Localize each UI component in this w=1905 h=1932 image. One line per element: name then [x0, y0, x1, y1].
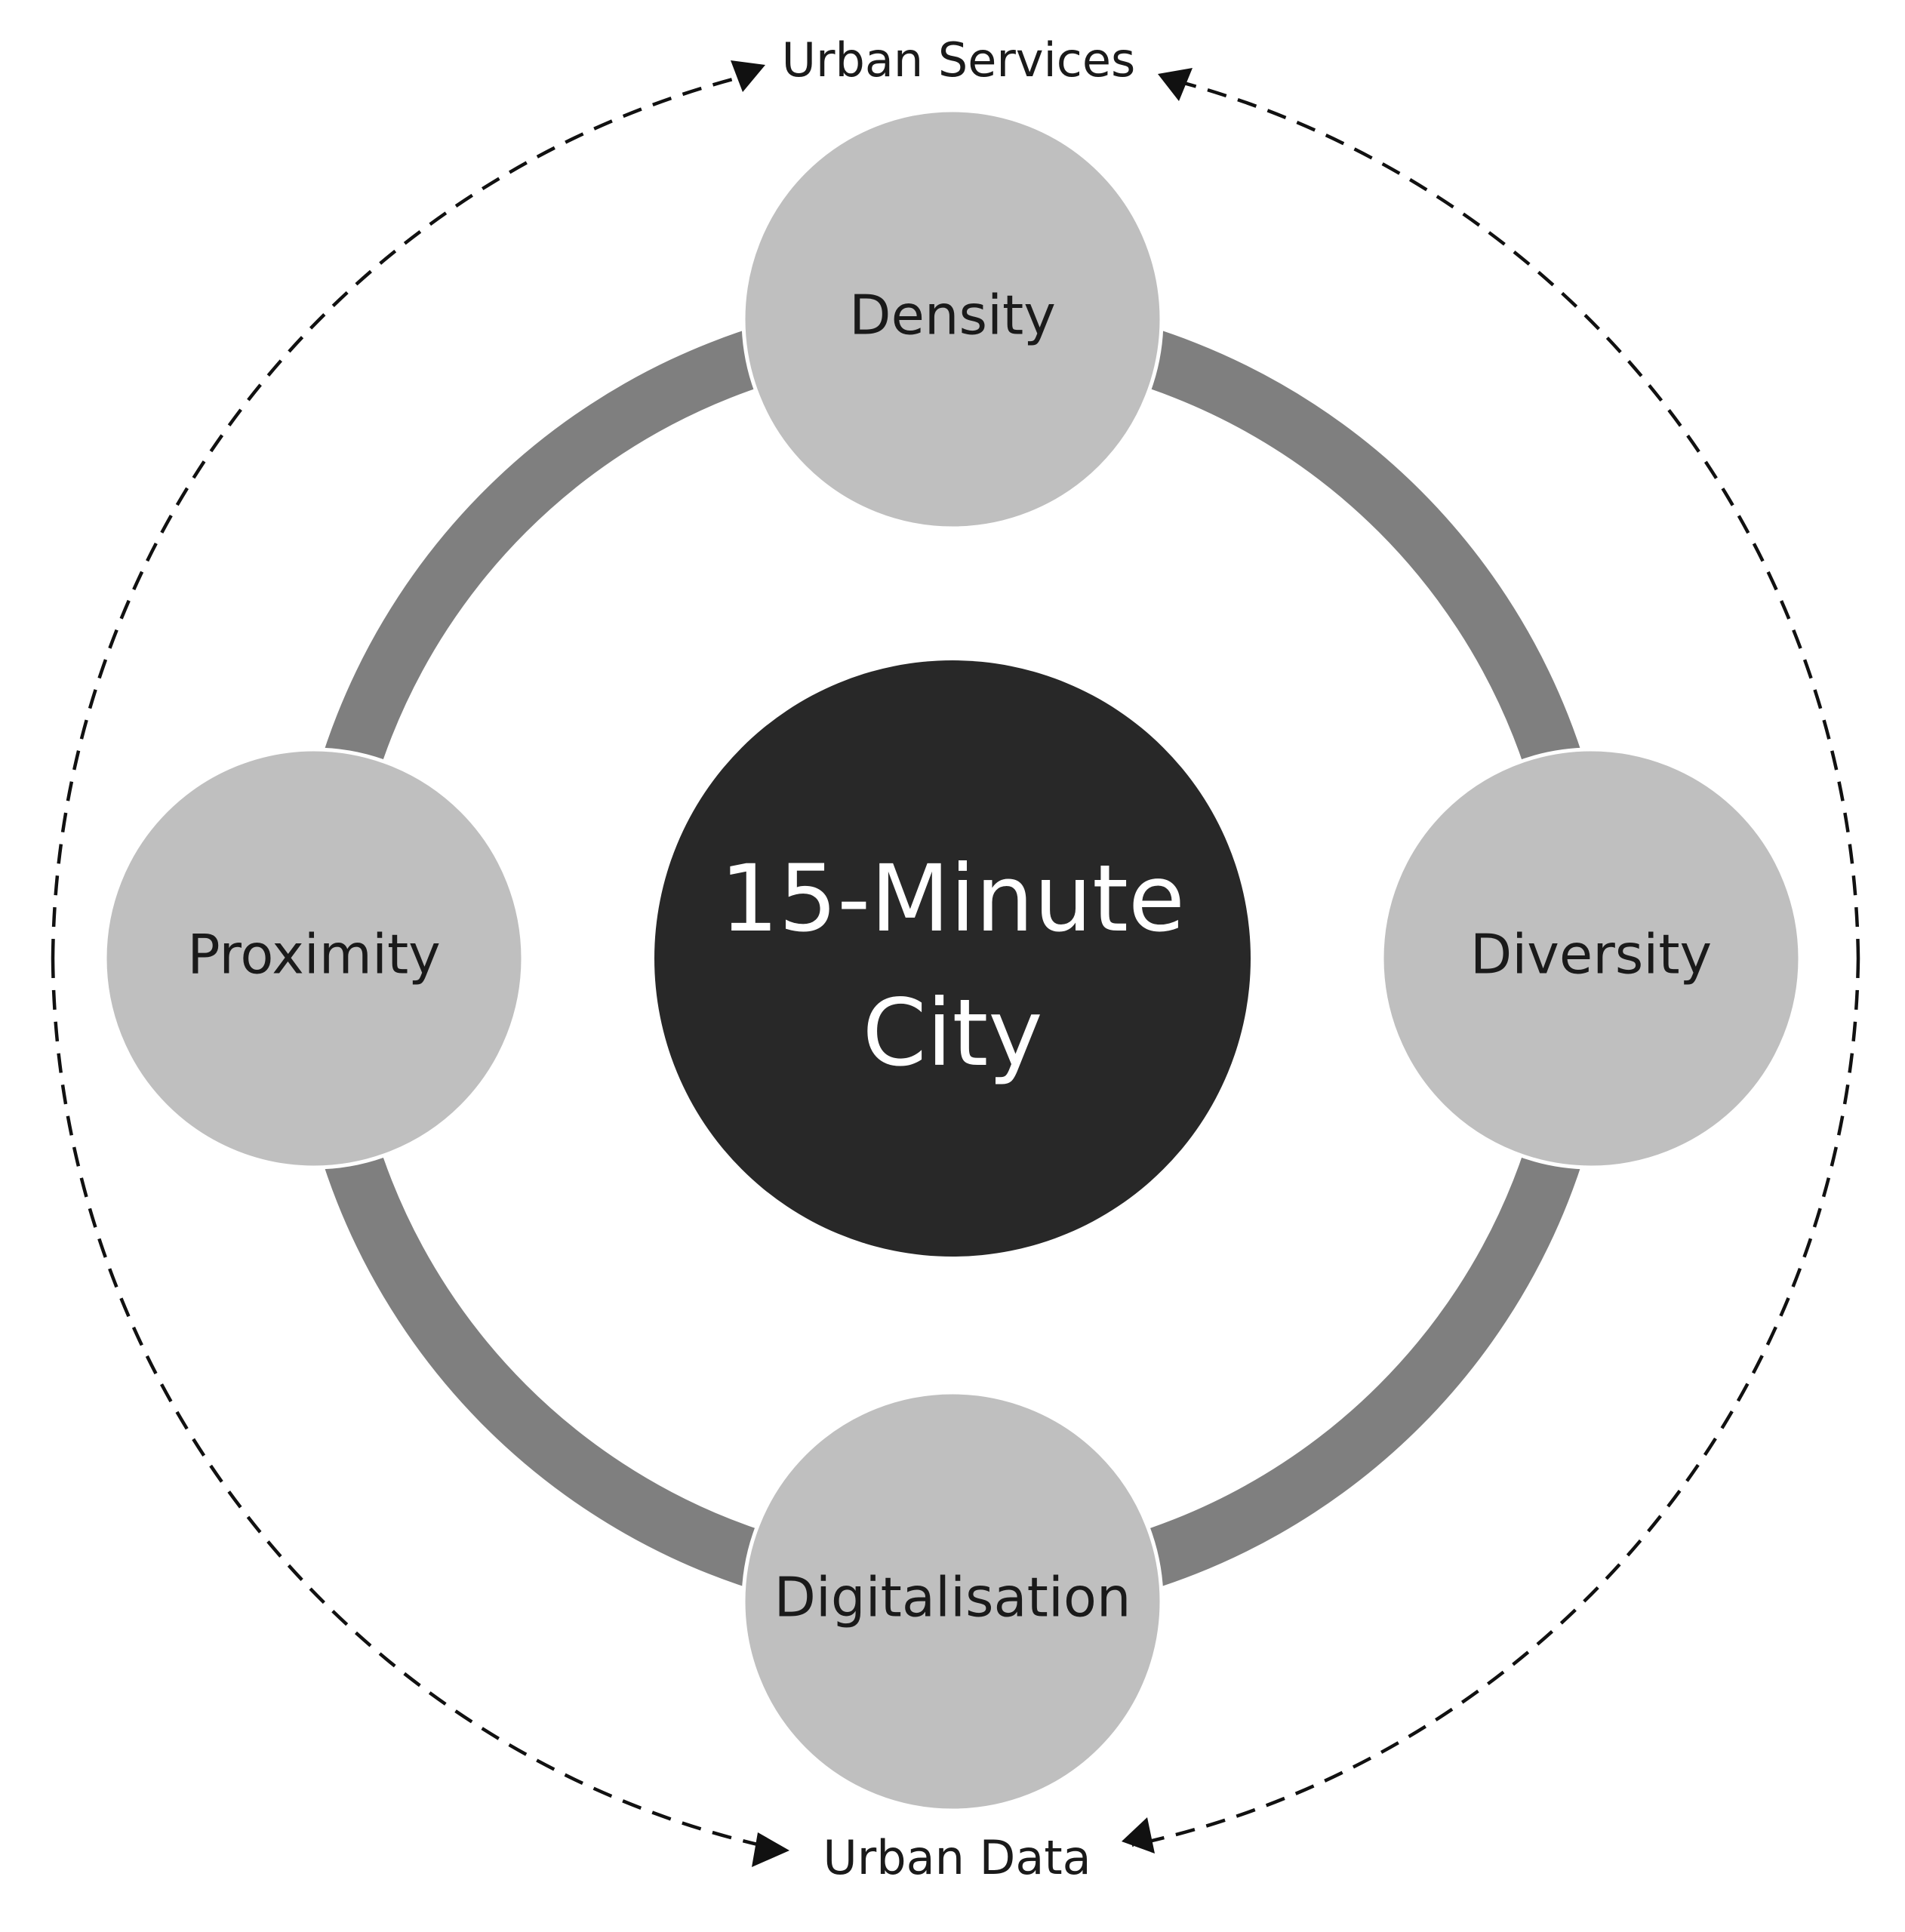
arrowhead-top-left	[731, 60, 765, 92]
arrowheads	[731, 60, 1193, 1867]
node-diversity-label: Diversity	[1470, 923, 1712, 986]
node-diversity-circle	[1380, 747, 1802, 1170]
arrowhead-bottom-right	[1122, 1817, 1155, 1854]
node-density-circle	[741, 108, 1164, 531]
label-urban-data: Urban Data	[823, 1830, 1091, 1885]
node-digitalisation-label: Digitalisation	[774, 1566, 1131, 1629]
center-node: 15-Minute City	[654, 660, 1251, 1257]
node-digitalisation-circle	[741, 1390, 1164, 1813]
arrowhead-bottom-left	[752, 1832, 789, 1867]
label-urban-services: Urban Services	[782, 32, 1136, 88]
node-digitalisation: Digitalisation	[741, 1390, 1164, 1813]
node-density-label: Density	[849, 284, 1056, 347]
arrow-left-to-urban-data	[51, 958, 778, 1851]
center-circle	[654, 660, 1251, 1257]
node-proximity-label: Proximity	[187, 923, 441, 986]
arrowhead-top-right	[1158, 68, 1193, 101]
arrow-right-to-urban-services	[1169, 77, 1860, 959]
outer-dashed-arrows	[51, 73, 1860, 1851]
center-label-line2: City	[862, 980, 1042, 1087]
node-proximity-circle	[103, 747, 525, 1170]
node-density: Density	[741, 108, 1164, 531]
node-diversity: Diversity	[1380, 747, 1802, 1170]
arrow-right-to-urban-data	[1131, 958, 1860, 1847]
arrow-left-to-urban-services	[51, 73, 748, 959]
center-label-line1: 15-Minute	[720, 845, 1185, 952]
node-proximity: Proximity	[103, 747, 525, 1170]
